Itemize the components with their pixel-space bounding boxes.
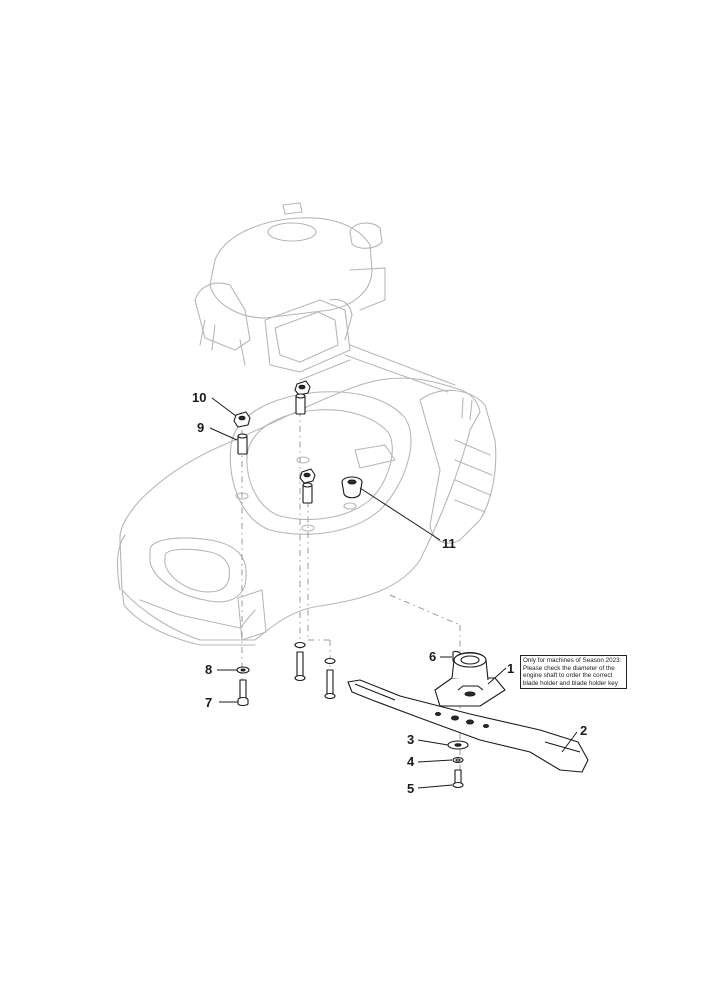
part-7-bolt bbox=[237, 679, 249, 707]
upper-spacer-right bbox=[302, 482, 313, 504]
season-note-box: Only for machines of Season 2023: Please… bbox=[520, 655, 627, 689]
part-2-blade bbox=[347, 679, 589, 773]
note-line-1: Only for machines of Season 2023: bbox=[523, 657, 622, 664]
callout-7: 7 bbox=[205, 695, 212, 710]
part-10-nut bbox=[233, 411, 251, 428]
middle-washer-left bbox=[294, 641, 306, 649]
callout-10: 10 bbox=[192, 390, 206, 405]
part-8-washer bbox=[236, 666, 250, 674]
part-1-blade-holder bbox=[434, 651, 506, 707]
callout-9: 9 bbox=[197, 420, 204, 435]
callout-8: 8 bbox=[205, 662, 212, 677]
engine-outline bbox=[194, 202, 386, 373]
callout-2: 2 bbox=[580, 723, 587, 738]
note-line-4: blade holder and blade holder key bbox=[523, 679, 618, 687]
part-9-spacer bbox=[237, 433, 248, 455]
callout-6: 6 bbox=[429, 649, 436, 664]
callout-3: 3 bbox=[407, 732, 414, 747]
callout-4: 4 bbox=[407, 754, 415, 769]
part-3-washer bbox=[447, 740, 469, 750]
upper-nut-left bbox=[294, 380, 311, 396]
upper-spacer-left bbox=[295, 393, 306, 415]
middle-bolt-left bbox=[294, 651, 306, 682]
note-line-3: engine shaft to order the correct bbox=[523, 672, 613, 680]
middle-bolt-right bbox=[324, 669, 336, 700]
note-line-2: Please check the diameter of the bbox=[523, 664, 615, 672]
middle-washer-right bbox=[324, 657, 336, 665]
leader-lines bbox=[209, 397, 578, 789]
upper-nut-right bbox=[299, 468, 316, 484]
callout-5: 5 bbox=[407, 781, 414, 796]
part-4-spring-washer bbox=[452, 756, 464, 764]
callout-11: 11 bbox=[442, 536, 456, 551]
part-11-bushing bbox=[341, 476, 363, 499]
callout-1: 1 bbox=[507, 661, 514, 676]
assembly-axis-lines bbox=[241, 395, 461, 790]
part-5-bolt bbox=[452, 769, 464, 789]
